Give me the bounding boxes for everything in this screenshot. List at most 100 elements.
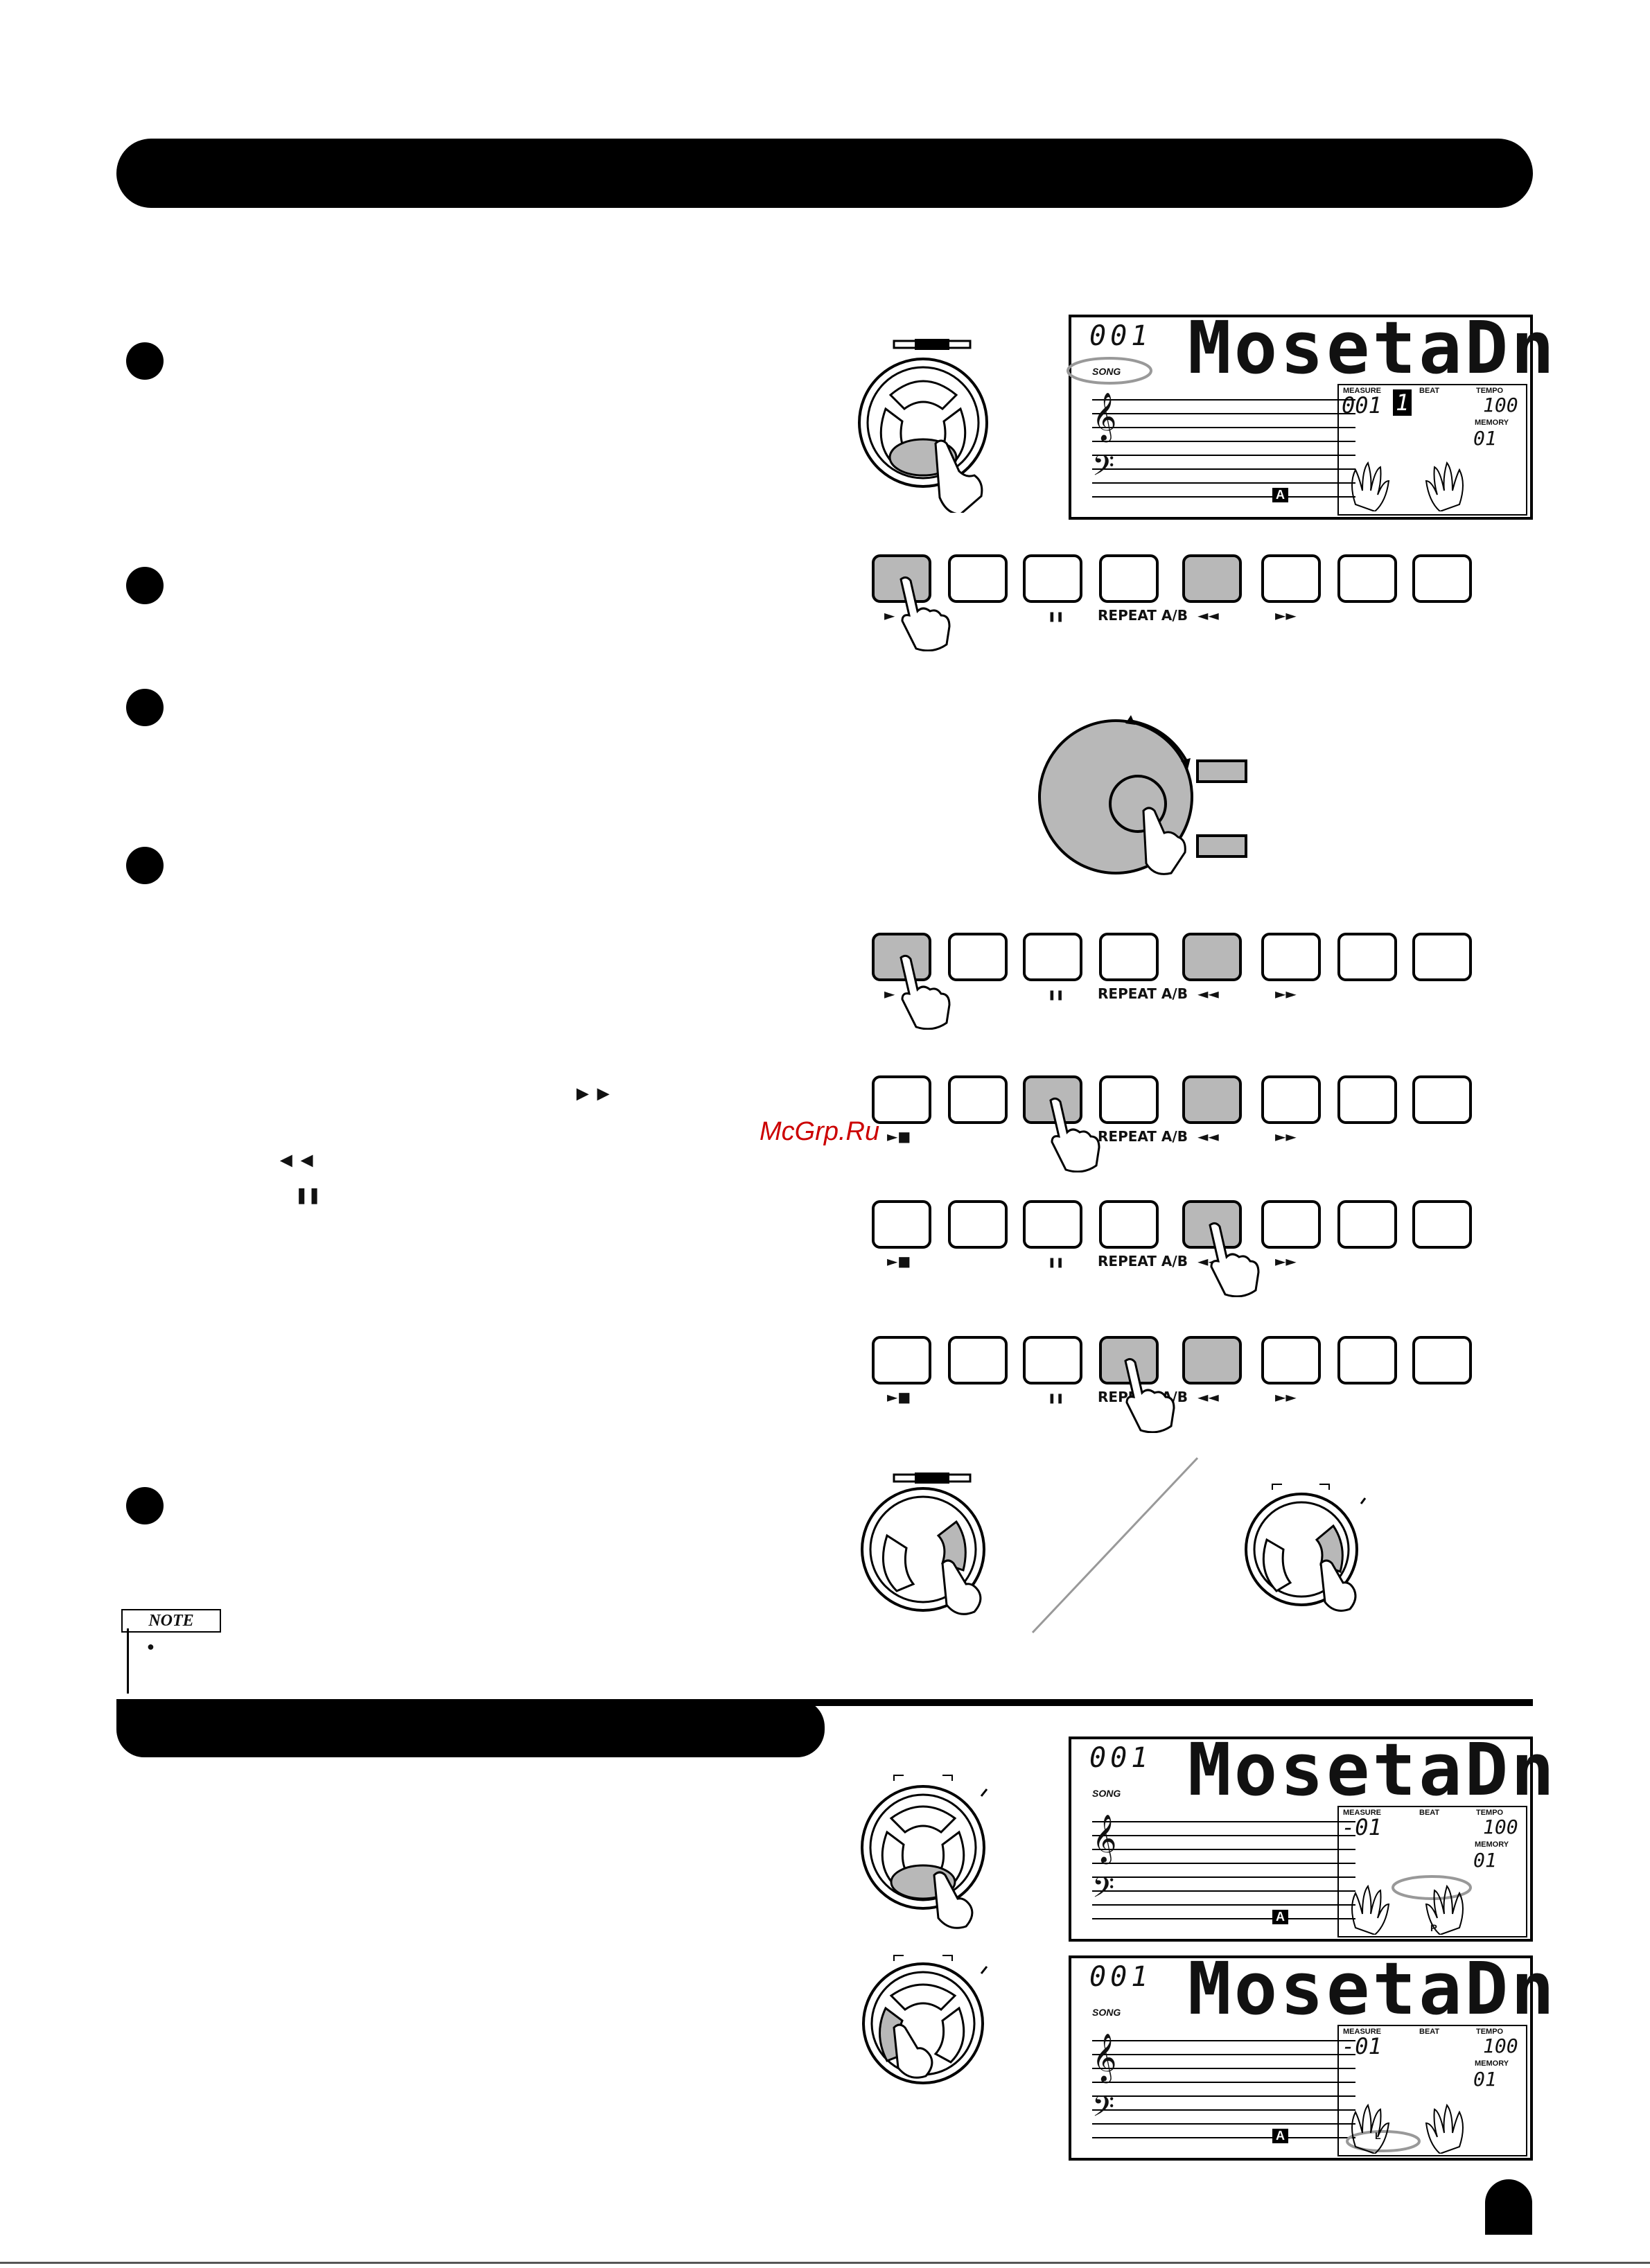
bass-clef-icon: 𝄢 — [1092, 449, 1115, 489]
transport-buttons-row-5: ►■ ❚❚ REPEAT A/B ◄◄ ►► — [872, 1336, 1475, 1433]
lcd-measure-value: -01 — [1342, 2033, 1382, 2059]
lcd-memory-value: 01 — [1473, 1849, 1497, 1872]
pointing-hand-icon — [899, 576, 951, 651]
lcd-display-2: 001 MosetaDn SONG MEASURE BEAT TEMPO -01… — [1069, 1734, 1554, 1942]
lcd-beat-label: BEAT — [1419, 1809, 1440, 1817]
lcd-song-name: MosetaDn — [1188, 306, 1557, 390]
blank-button[interactable] — [1412, 554, 1472, 603]
lcd-info-panel — [1337, 384, 1527, 516]
pause-button[interactable] — [1023, 1075, 1082, 1124]
lcd-song-number: 001 — [1089, 320, 1152, 352]
song-selector-wheel-2 — [861, 1473, 985, 1615]
ff-glyph-text: ►► — [572, 1082, 614, 1105]
pause-glyph-text: ❚❚ — [295, 1186, 321, 1204]
pause-button[interactable] — [1023, 1336, 1082, 1384]
rewind-button[interactable] — [1182, 554, 1242, 603]
transport-buttons-row-4: ►■ ❚❚ REPEAT A/B ◄◄ ►► — [872, 1200, 1475, 1297]
lcd-tempo-value: 100 — [1483, 394, 1518, 416]
staff-line — [1092, 427, 1355, 428]
lcd-measure-label: MEASURE — [1343, 1809, 1382, 1817]
hands-icon — [1346, 2103, 1464, 2154]
note-rule — [127, 1628, 129, 1694]
staff-line — [1092, 2109, 1355, 2111]
blank-button[interactable] — [1337, 1075, 1397, 1124]
lcd-tempo-label: TEMPO — [1476, 2028, 1504, 2036]
lcd-memory-label: MEMORY — [1475, 419, 1509, 427]
blank-button[interactable] — [1412, 1075, 1472, 1124]
repeat-label: REPEAT A/B — [1098, 1253, 1188, 1269]
lcd-song-number: 001 — [1089, 1961, 1152, 1993]
pause-button[interactable] — [1023, 1200, 1082, 1249]
staff-line — [1092, 2095, 1355, 2097]
blank-button[interactable] — [948, 1336, 1008, 1384]
song-selector-wheel-1 — [858, 339, 988, 513]
blank-button[interactable] — [1337, 933, 1397, 981]
lcd-display-1: 001 MosetaDn SONG MEASURE BEAT TEMPO 001… — [1067, 312, 1554, 520]
staff-line — [1092, 1863, 1355, 1864]
start-stop-button[interactable] — [872, 1200, 931, 1249]
fast-forward-button[interactable] — [1261, 933, 1321, 981]
lcd-display-3: 001 MosetaDn SONG MEASURE BEAT TEMPO -01… — [1069, 1953, 1554, 2161]
lcd-measure-label: MEASURE — [1343, 2028, 1382, 2036]
pause-button[interactable] — [1023, 933, 1082, 981]
blank-button[interactable] — [1337, 1200, 1397, 1249]
fast-forward-label: ►► — [1275, 985, 1297, 1002]
start-stop-button[interactable] — [872, 1075, 931, 1124]
staff-line — [1092, 441, 1355, 442]
rewind-button[interactable] — [1182, 933, 1242, 981]
treble-clef-icon: 𝄞 — [1092, 2033, 1117, 2082]
fast-forward-label: ►► — [1275, 1253, 1297, 1269]
repeat-button[interactable] — [1099, 933, 1159, 981]
staff-line — [1092, 482, 1355, 484]
rewind-label: ◄◄ — [1197, 607, 1219, 624]
lcd-info-panel — [1337, 2025, 1527, 2156]
repeat-button[interactable] — [1099, 1200, 1159, 1249]
rewind-button[interactable] — [1182, 1200, 1242, 1249]
lcd-measure-value: -01 — [1342, 1814, 1382, 1840]
section-2-banner — [116, 1699, 825, 1757]
part-selector-wheel-1 — [861, 1775, 988, 1929]
lcd-tempo-label: TEMPO — [1476, 1809, 1504, 1817]
blank-button[interactable] — [948, 554, 1008, 603]
bass-clef-icon: 𝄢 — [1092, 1871, 1115, 1911]
transport-buttons-row-2: ► ❚❚ REPEAT A/B ◄◄ ►► — [872, 933, 1475, 1030]
fast-forward-label: ►► — [1275, 1389, 1297, 1405]
pause-label: ❚❚ — [1048, 611, 1064, 622]
hand-mark: L — [1375, 2130, 1381, 2141]
lcd-info-panel — [1337, 1806, 1527, 1937]
staff-line — [1092, 1876, 1355, 1878]
rewind-button[interactable] — [1182, 1075, 1242, 1124]
fast-forward-button[interactable] — [1261, 1336, 1321, 1384]
blank-button[interactable] — [1412, 1336, 1472, 1384]
step-1-bullet — [126, 342, 164, 380]
step-3-bullet — [126, 689, 164, 726]
repeat-button[interactable] — [1099, 1075, 1159, 1124]
blank-button[interactable] — [948, 933, 1008, 981]
fast-forward-label: ►► — [1275, 1128, 1297, 1145]
blank-button[interactable] — [1337, 1336, 1397, 1384]
blank-button[interactable] — [1337, 554, 1397, 603]
fast-forward-button[interactable] — [1261, 1200, 1321, 1249]
start-stop-button[interactable] — [872, 1336, 931, 1384]
play-stop-label: ►■ — [887, 1128, 911, 1145]
staff-line — [1092, 468, 1355, 470]
page-number-tab — [1485, 2179, 1532, 2235]
pause-button[interactable] — [1023, 554, 1082, 603]
note-bullet: ● — [147, 1640, 155, 1653]
repeat-button[interactable] — [1099, 554, 1159, 603]
blank-button[interactable] — [1412, 933, 1472, 981]
staff-line — [1092, 1835, 1355, 1836]
blank-button[interactable] — [948, 1200, 1008, 1249]
fast-forward-button[interactable] — [1261, 1075, 1321, 1124]
blank-button[interactable] — [948, 1075, 1008, 1124]
blank-button[interactable] — [1412, 1200, 1472, 1249]
fast-forward-button[interactable] — [1261, 554, 1321, 603]
lcd-song-label: SONG — [1092, 366, 1121, 377]
rewind-button[interactable] — [1182, 1336, 1242, 1384]
staff-line — [1092, 1918, 1355, 1919]
pointing-hand-icon — [1049, 1097, 1100, 1172]
staff-line — [1092, 2082, 1355, 2083]
lcd-measure-value: 001 — [1342, 392, 1382, 419]
lcd-beat-value: 1 — [1393, 389, 1412, 416]
staff-line — [1092, 2123, 1355, 2125]
